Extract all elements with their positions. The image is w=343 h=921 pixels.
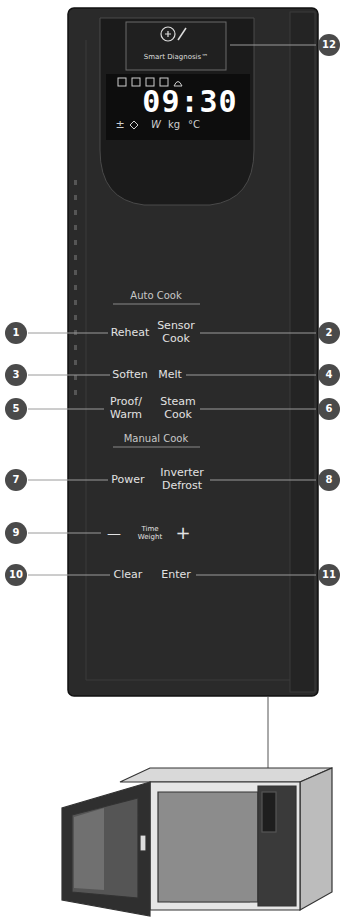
callout-number: 1	[5, 322, 27, 344]
callout-number: 10	[5, 564, 27, 586]
panel-strip	[290, 12, 315, 692]
label-text: Melt	[155, 369, 185, 382]
label-text: Time Weight	[133, 525, 167, 541]
callout-number: 11	[318, 564, 340, 586]
callout-number: 6	[318, 398, 340, 420]
display-housing	[100, 18, 254, 205]
smart-diagnosis-box	[126, 22, 226, 70]
label-text: 09:30	[142, 85, 238, 120]
label-text: Reheat	[108, 327, 152, 340]
callout-number: 12	[318, 34, 340, 56]
callout-number: 8	[318, 469, 340, 491]
callout-number: 5	[5, 398, 27, 420]
control-panel	[68, 8, 318, 696]
display-window	[106, 74, 250, 140]
section-rule	[113, 304, 200, 305]
callout-number: 9	[5, 522, 27, 544]
section-rule	[113, 447, 200, 448]
smart-icon-plus	[165, 31, 171, 37]
label-text: Clear	[108, 569, 148, 582]
label-text: Enter	[156, 569, 196, 582]
callout-number: 4	[318, 364, 340, 386]
label-text: Smart Diagnosis™	[131, 53, 221, 61]
label-text: Proof/ Warm	[104, 396, 148, 421]
smart-icon	[161, 27, 175, 41]
label-text: Auto Cook	[111, 290, 201, 302]
callout-number: 4	[318, 364, 340, 386]
callout-number: 11	[318, 564, 340, 586]
label-text: Sensor Cook	[152, 320, 200, 345]
label-text: —	[103, 525, 125, 541]
smart-icon-wrench	[178, 28, 186, 40]
callout-number: 12	[318, 34, 340, 56]
label-text: °C	[184, 119, 204, 131]
label-text: Manual Cook	[111, 433, 201, 445]
leader-lines	[28, 45, 316, 575]
callout-number: 2	[318, 322, 340, 344]
label-text: Power	[106, 474, 150, 487]
callout-number: 10	[5, 564, 27, 586]
control-panel-area: Auto CookReheatSensor CookSoftenMeltProo…	[68, 8, 318, 696]
callout-number: 8	[318, 469, 340, 491]
display-area: 09:30 ± Wkg°C	[106, 74, 250, 140]
label-text: W	[149, 119, 163, 131]
label-text: Inverter Defrost	[155, 467, 209, 492]
callout-number: 5	[5, 398, 27, 420]
label-text: Soften	[108, 369, 152, 382]
callout-number: 1	[5, 322, 27, 344]
panel-frame	[86, 40, 290, 680]
label-text: +	[173, 523, 193, 544]
callout-number: 7	[5, 469, 27, 491]
smart-diagnosis-area: Smart Diagnosis™	[126, 22, 226, 70]
callout-number: 2	[318, 322, 340, 344]
label-text: Steam Cook	[156, 396, 200, 421]
callout-number: 9	[5, 522, 27, 544]
label-text: ±	[114, 119, 126, 132]
microwave-illustration	[62, 768, 332, 916]
callout-number: 6	[318, 398, 340, 420]
label-text: kg	[165, 119, 183, 131]
callout-number: 3	[5, 364, 27, 386]
callout-number: 3	[5, 364, 27, 386]
callout-number: 7	[5, 469, 27, 491]
vent-dots	[74, 180, 77, 395]
